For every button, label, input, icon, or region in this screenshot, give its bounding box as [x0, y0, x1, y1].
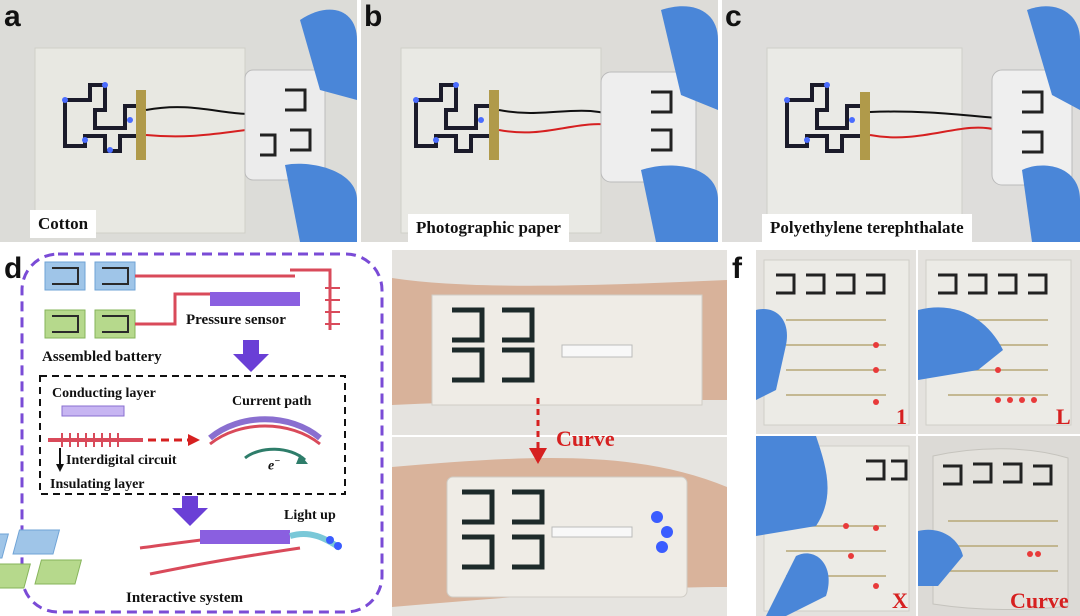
electron-symbol: e [268, 458, 275, 474]
panel-f-label-1: 1 [896, 404, 907, 429]
panel-f-photo-1-illustration [756, 259, 910, 426]
panel-c-letter: c [725, 0, 742, 33]
electron-charge: − [274, 456, 281, 467]
label-assembled-battery: Assembled battery [42, 349, 162, 365]
panel-e-top-photo [392, 250, 727, 435]
panel-f-photo-4-illustration [918, 448, 1069, 611]
panel-f-photo-3-illustration [756, 436, 910, 616]
pressure-sensor-drawing [210, 268, 340, 330]
panel-a-caption: Cotton [30, 210, 97, 238]
panel-f-label-l: L [1056, 404, 1071, 429]
panel-d-letter: d [4, 252, 23, 285]
panel-a-illustration [34, 9, 357, 242]
label-light-up: Light up [284, 508, 336, 523]
assembled-battery-drawing [44, 261, 210, 339]
panel-b-letter: b [364, 0, 383, 33]
panel-f-photo-4 [918, 436, 1080, 616]
label-interactive-system: Interactive system [126, 590, 244, 606]
label-insulating-layer: Insulating layer [50, 477, 145, 492]
panel-f-photo-1 [756, 250, 916, 434]
panel-a-photo [0, 0, 357, 242]
curve-arrow [529, 398, 547, 464]
panel-f-letter: f [732, 252, 742, 285]
panel-f-label-x: X [892, 588, 908, 613]
panel-f-photo-2-illustration [918, 259, 1072, 426]
panel-d-diagram [0, 252, 384, 614]
panel-c-illustration [766, 6, 1080, 242]
panel-c-caption: Polyethylene terephthalate [762, 214, 972, 242]
panel-b-caption: Photographic paper [408, 214, 569, 242]
panel-c-photo [722, 0, 1080, 242]
panel-b-illustration [400, 6, 718, 242]
interactive-system-drawing [0, 529, 342, 589]
curve-arrow-label: Curve [556, 426, 615, 451]
panel-f-photo-2 [918, 250, 1080, 434]
panel-a-letter: a [4, 0, 21, 33]
label-pressure-sensor: Pressure sensor [186, 312, 286, 328]
panel-b-photo [361, 0, 718, 242]
panel-e-bottom-photo [392, 437, 727, 616]
label-interdigital-circuit: Interdigital circuit [66, 453, 177, 468]
label-conducting-layer: Conducting layer [52, 386, 156, 401]
label-electron: e− [268, 456, 280, 475]
panel-f-photo-3 [756, 436, 916, 616]
panel-f-label-curve: Curve [1010, 588, 1069, 613]
panel-e-top-illustration [392, 278, 727, 406]
label-current-path: Current path [232, 394, 312, 409]
panel-e-bottom-illustration [392, 458, 727, 607]
